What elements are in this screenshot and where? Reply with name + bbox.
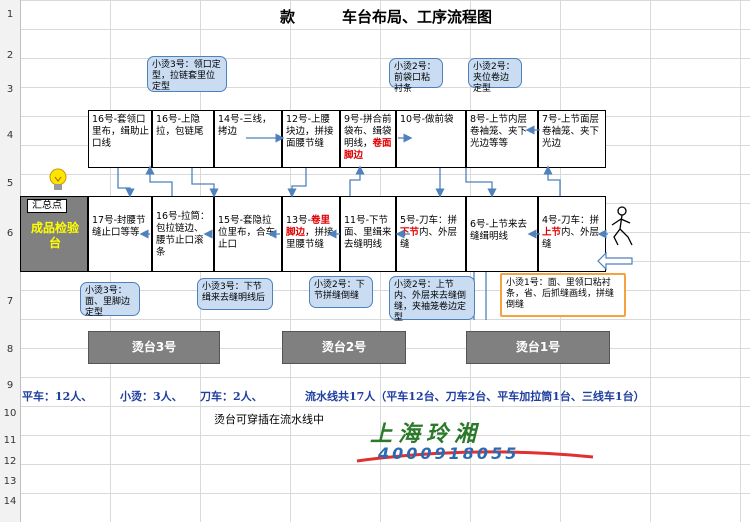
station-label: 16号-套领口里布，缉助止口线	[92, 114, 150, 149]
station-cell[interactable]: 8号-上节内层卷袖笼、夹下光边等等	[466, 110, 538, 168]
press-table-2[interactable]: 烫台2号	[282, 331, 406, 364]
station-label: 10号-做前袋	[400, 114, 454, 125]
row-number[interactable]: 12	[3, 456, 17, 467]
stat-knife-machines: 刀车：2人、	[200, 390, 263, 403]
station-label: 4号-刀车：拼	[542, 215, 599, 226]
row-number[interactable]: 8	[6, 344, 14, 355]
row-number[interactable]: 9	[6, 380, 14, 391]
station-cell[interactable]: 16号-拉筒：包拉链边、腰节止口滚条	[152, 196, 214, 272]
row-number[interactable]: 3	[6, 84, 14, 95]
station-cell[interactable]: 16号-套领口里布，缉助止口线	[88, 110, 152, 168]
title-prefix: 款	[280, 8, 296, 26]
row-number[interactable]: 11	[3, 435, 17, 446]
station-label: 16号-上隐拉，包链尾	[156, 114, 204, 137]
bottom-station-row: 汇总点 成品检验台 17号-封腰节缝止口等等 16号-拉筒：包拉链边、腰节止口滚…	[20, 196, 606, 272]
station-cell[interactable]: 14号-三线，拷边	[214, 110, 282, 168]
station-label: 15号-套隐拉位里布，合车止口	[218, 215, 276, 250]
running-person-icon	[611, 206, 633, 246]
row-number[interactable]: 7	[6, 296, 14, 307]
row-number[interactable]: 4	[6, 130, 14, 141]
station-label: 9号-拼合前袋布、缉袋明线，	[344, 114, 392, 149]
station-label: 16号-拉筒：包拉链边、腰节止口滚条	[156, 211, 210, 258]
page-title: 车台布局、工序流程图	[342, 8, 493, 26]
callout-iron3-lower: 小烫3号：下节缉来去缝明线后	[197, 278, 273, 310]
station-label: 8号-上节内层卷袖笼、夹下光边等等	[470, 114, 528, 149]
station-label: 12号-上腰块边，拼接面腰节缝	[286, 114, 334, 149]
inspection-label: 成品检验台	[30, 221, 79, 250]
station-cell[interactable]: 12号-上腰块边，拼接面腰节缝	[282, 110, 340, 168]
inspection-cell[interactable]: 汇总点 成品检验台	[20, 196, 88, 272]
press-table-3[interactable]: 烫台3号	[88, 331, 220, 364]
summary-point-label: 汇总点	[27, 199, 67, 213]
brand-swoosh	[356, 450, 594, 463]
station-cell[interactable]: 9号-拼合前袋布、缉袋明线，卷面脚边	[340, 110, 396, 168]
callout-iron2-armhole: 小烫2号：夹位卷边定型	[468, 58, 522, 94]
note-text: 烫台可穿插在流水线中	[214, 413, 324, 426]
brand-logo: 上海玲湘	[370, 421, 483, 447]
brand-phone: 4000918055	[378, 444, 520, 463]
stat-line-total: 流水线共17人（平车12台、刀车2台、平车加拉筒1台、三线车1台）	[305, 390, 645, 403]
station-label: ，拼接里腰节缝	[286, 227, 334, 250]
station-label: 14号-三线，拷边	[218, 114, 272, 137]
stat-flat-machines: 平车：12人、	[22, 390, 93, 403]
row-number[interactable]: 1	[6, 9, 14, 20]
station-highlight: 卷里脚边	[286, 215, 331, 238]
station-cell[interactable]: 7号-上节面层卷袖笼、夹下光边	[538, 110, 606, 168]
station-label: 17号-封腰节缝止口等等	[92, 215, 146, 238]
callout-iron2-upper: 小烫2号：上节内、外层来去缝倒缝，夹袖笼卷边定型	[389, 276, 475, 323]
row-number[interactable]: 5	[6, 178, 14, 189]
station-cell[interactable]: 5号-刀车：拼下节内、外层缝	[396, 196, 466, 272]
station-label: 内、外层缝	[400, 227, 458, 250]
station-cell[interactable]: 11号-下节面、里缉来去缝明线	[340, 196, 396, 272]
row-number[interactable]: 2	[6, 50, 14, 61]
station-label: 11号-下节面、里缉来去缝明线	[344, 215, 392, 250]
station-highlight: 卷面脚边	[344, 138, 392, 161]
station-label: 7号-上节面层卷袖笼、夹下光边	[542, 114, 600, 149]
callout-iron2-pocket: 小烫2号：前袋口粘衬条	[389, 58, 443, 94]
callout-iron3-hem: 小烫3号：面、里脚边定型	[80, 282, 140, 318]
press-table-1[interactable]: 烫台1号	[466, 331, 610, 364]
row-number[interactable]: 10	[3, 408, 17, 419]
station-label: 内、外层缝	[542, 227, 600, 250]
callout-iron1-collar: 小烫1号：面、里领口粘衬条，省、后抓缝画线，拼缝倒缝	[500, 273, 626, 317]
lightbulb-icon	[49, 168, 67, 190]
top-station-row: 16号-套领口里布，缉助止口线 16号-上隐拉，包链尾 14号-三线，拷边 12…	[88, 110, 606, 168]
row-number[interactable]: 14	[3, 496, 17, 507]
stat-irons: 小烫：3人、	[120, 390, 183, 403]
station-cell[interactable]: 4号-刀车：拼上节内、外层缝	[538, 196, 606, 272]
callout-iron3-collar: 小烫3号：领口定型，拉链套里位定型	[147, 56, 227, 92]
station-label: 13号-	[286, 215, 312, 226]
station-cell[interactable]: 6号-上节来去缝缉明线	[466, 196, 538, 272]
station-label: 6号-上节来去缝缉明线	[470, 219, 527, 242]
station-cell[interactable]: 13号-卷里脚边，拼接里腰节缝	[282, 196, 340, 272]
callout-iron2-lower-seam: 小烫2号：下节拼缝倒缝	[309, 276, 373, 308]
row-number[interactable]: 6	[6, 228, 14, 239]
station-highlight: 上节	[542, 227, 562, 238]
station-label: 5号-刀车：拼	[400, 215, 457, 226]
station-cell[interactable]: 16号-上隐拉，包链尾	[152, 110, 214, 168]
row-number[interactable]: 13	[3, 476, 17, 487]
station-highlight: 下节	[400, 227, 420, 238]
